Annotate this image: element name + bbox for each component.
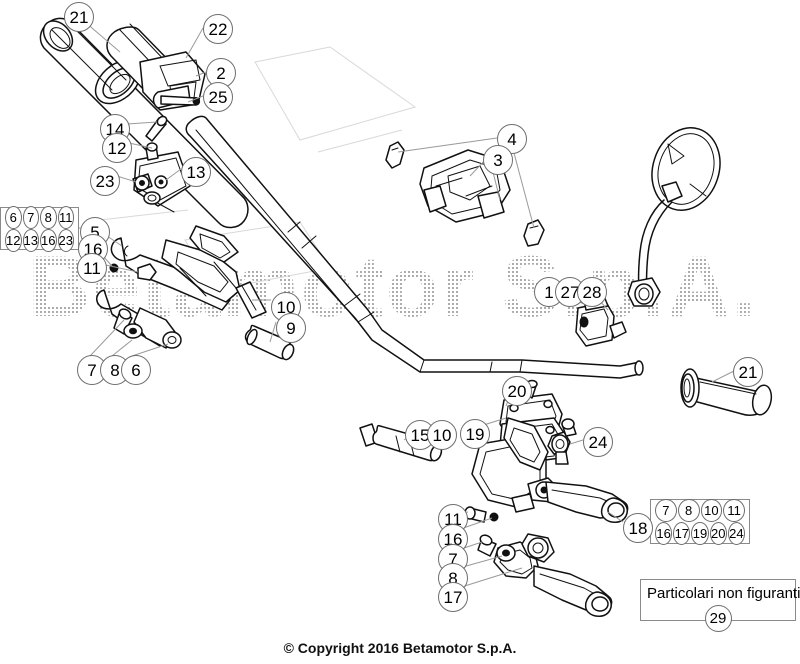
group-callout-12: 12 <box>5 228 22 252</box>
group-callout-8: 8 <box>677 498 700 522</box>
copyright-notice: © Copyright 2016 Betamotor S.p.A. <box>283 640 517 656</box>
callout-19: 19 <box>460 419 490 449</box>
callout-25: 25 <box>203 82 233 112</box>
callout-21: 21 <box>64 2 94 32</box>
callout-13: 13 <box>181 157 211 187</box>
group-callout-11: 11 <box>57 205 74 229</box>
note-box-title: Particolari non figuranti <box>647 585 800 602</box>
group-callout-23: 23 <box>57 228 74 252</box>
callout-20: 20 <box>502 376 532 406</box>
group-callout-20: 20 <box>709 521 727 545</box>
callout-18: 18 <box>623 513 653 543</box>
group-callout-19: 19 <box>691 521 709 545</box>
callout-11: 11 <box>77 253 107 283</box>
group-callout-11: 11 <box>723 498 745 522</box>
part-pins <box>235 281 443 462</box>
callout-3: 3 <box>483 145 513 175</box>
part-clutch-lever-assembly <box>477 533 613 617</box>
part-throttle-assembly <box>106 23 206 142</box>
group-callout-24: 24 <box>727 521 746 545</box>
group-callout-16: 16 <box>655 521 673 545</box>
group-callout-7: 7 <box>655 498 677 522</box>
group-callout-8: 8 <box>40 205 57 229</box>
callout-28: 28 <box>577 277 607 307</box>
callout-10: 10 <box>427 420 457 450</box>
callout-10: 10 <box>271 292 301 322</box>
note-box: Particolari non figuranti 29 <box>640 579 800 632</box>
part-banjo-fitting <box>547 418 577 465</box>
callout-9: 9 <box>276 313 306 343</box>
part-handlebar <box>185 115 644 379</box>
callout-12: 12 <box>102 133 132 163</box>
group-callout-13: 13 <box>22 228 39 252</box>
part-front-brake-master-cylinder <box>464 417 629 523</box>
callout-24: 24 <box>583 427 613 457</box>
part-left-switch-housing <box>132 142 191 213</box>
callout-22: 22 <box>203 14 233 44</box>
part-left-lever-assembly <box>96 225 241 349</box>
note-box-number: 29 <box>704 605 732 632</box>
group-callout-6: 6 <box>5 205 22 229</box>
group-callout-10: 10 <box>700 498 723 522</box>
part-handlebar-clamp <box>385 141 545 247</box>
group-callout-7: 7 <box>22 205 39 229</box>
part-right-mirror <box>627 127 721 307</box>
callout-17: 17 <box>438 582 468 612</box>
part-right-grip <box>680 368 773 416</box>
group-callout-16: 16 <box>40 228 57 252</box>
callout-6: 6 <box>121 355 151 385</box>
group-callout-17: 17 <box>673 521 691 545</box>
callout-21: 21 <box>733 357 763 387</box>
callout-23: 23 <box>90 166 120 196</box>
